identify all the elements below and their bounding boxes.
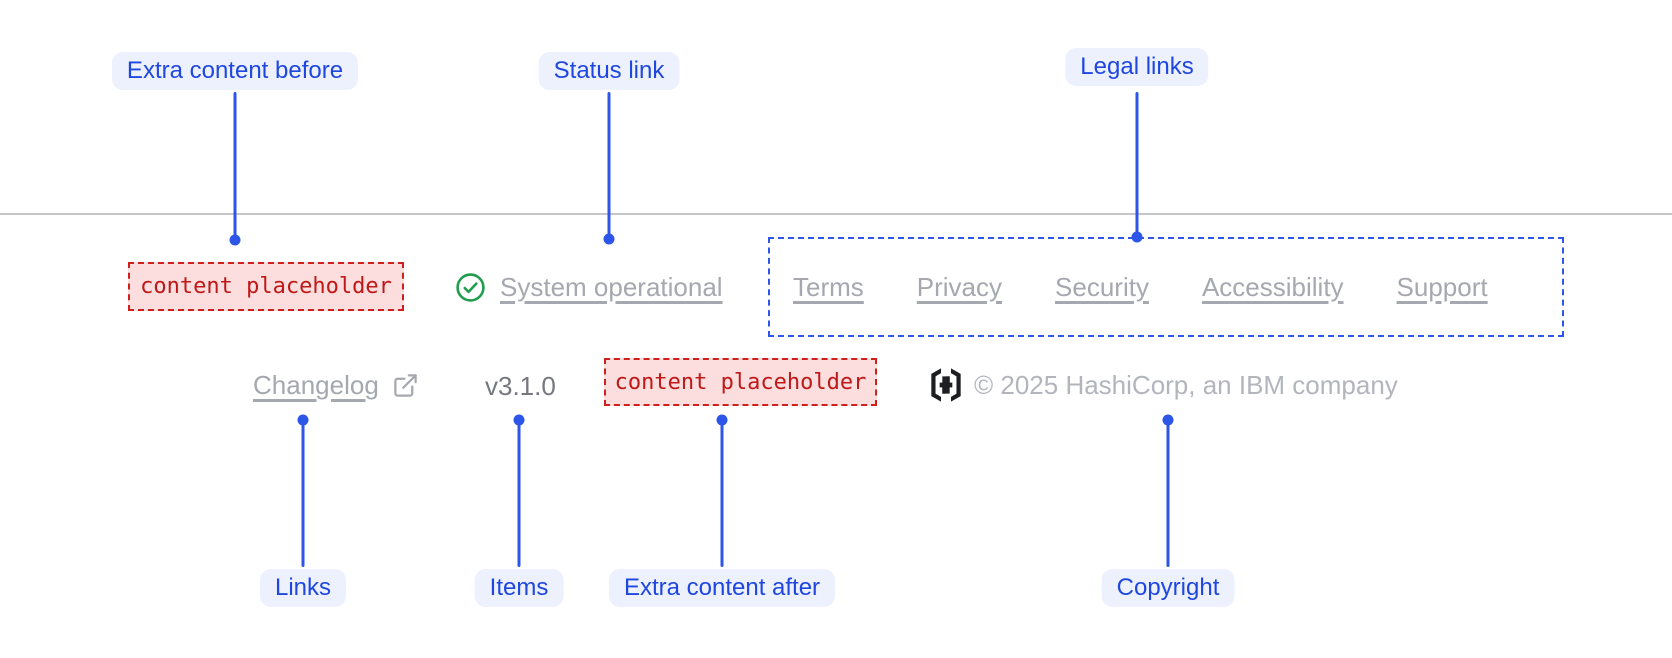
legal-link-security[interactable]: Security: [1055, 271, 1149, 302]
annotation-label-extra-content-before: Extra content before: [111, 52, 359, 90]
annotation-label-links: Links: [259, 569, 347, 607]
pointer-line-links: [301, 424, 305, 567]
legal-link-accessibility[interactable]: Accessibility: [1201, 271, 1344, 302]
pointer-line-status-link: [607, 92, 611, 237]
pointer-line-extra-content-before: [233, 92, 237, 238]
pointer-dot-links: [297, 414, 309, 426]
copyright-text: © 2025 HashiCorp, an IBM company: [974, 369, 1398, 400]
annotation-label-items: Items: [474, 569, 564, 607]
version-item: v3.1.0: [485, 371, 556, 401]
external-link-icon: [392, 372, 419, 399]
changelog-link-label: Changelog: [253, 369, 379, 400]
status-link-label: System operational: [500, 271, 723, 302]
pointer-line-copyright: [1166, 424, 1170, 567]
copyright-group: © 2025 HashiCorp, an IBM company: [930, 366, 1398, 404]
legal-link-terms[interactable]: Terms: [793, 271, 864, 302]
hashicorp-logo-icon: [930, 368, 962, 402]
changelog-link[interactable]: Changelog: [253, 365, 419, 405]
legal-link-privacy[interactable]: Privacy: [916, 271, 1003, 302]
annotation-label-extra-content-after: Extra content after: [608, 569, 836, 607]
pointer-dot-extra-content-after: [716, 414, 728, 426]
pointer-dot-items: [513, 414, 525, 426]
check-circle-icon: [455, 272, 486, 303]
pointer-dot-copyright: [1162, 414, 1174, 426]
annotation-label-copyright: Copyright: [1101, 569, 1235, 607]
pointer-dot-status-link: [603, 233, 615, 245]
pointer-line-items: [517, 424, 521, 567]
annotation-label-legal-links: Legal links: [1065, 48, 1209, 86]
pointer-dot-extra-content-before: [229, 234, 241, 246]
annotation-label-status-link: Status link: [538, 52, 680, 90]
legal-link-support[interactable]: Support: [1396, 271, 1488, 302]
pointer-dot-legal-links: [1131, 231, 1143, 243]
extra-content-after-placeholder: content placeholder: [604, 358, 877, 406]
legal-links-boundary: [768, 237, 1564, 337]
legal-links-group: Terms Privacy Security Accessibility Sup…: [793, 267, 1488, 307]
pointer-line-legal-links: [1135, 92, 1139, 235]
extra-content-before-placeholder: content placeholder: [128, 262, 404, 311]
footer-top-divider: [0, 213, 1672, 215]
status-link[interactable]: System operational: [455, 267, 723, 307]
pointer-line-extra-content-after: [720, 424, 724, 567]
